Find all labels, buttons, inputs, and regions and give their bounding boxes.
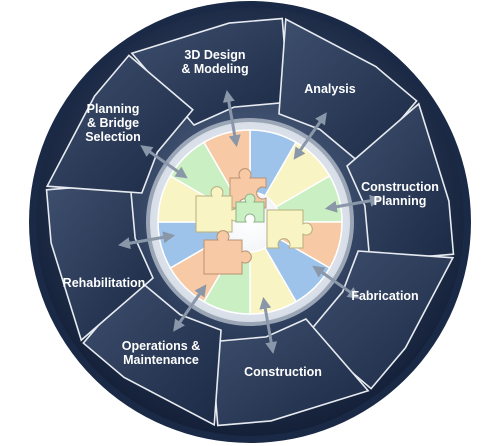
segment-label-fabrication: Fabrication — [351, 289, 418, 303]
double-arrow-icon — [173, 284, 207, 332]
double-arrow-icon — [324, 194, 382, 213]
double-arrow-icon — [312, 265, 360, 299]
segment-label-design: 3D Design& Modeling — [181, 48, 248, 76]
puzzle-piece-icon — [266, 209, 313, 249]
segment-label-construction: Construction — [244, 365, 322, 379]
puzzle-piece-icon — [229, 168, 267, 209]
segment-label-analysis: Analysis — [304, 82, 355, 96]
double-arrow-icon — [222, 90, 241, 148]
arrows — [118, 90, 382, 354]
double-arrow-icon — [259, 296, 278, 354]
double-arrow-icon — [118, 231, 176, 250]
puzzle-piece-icon — [203, 230, 252, 275]
puzzle-piece-icon — [235, 193, 265, 223]
double-arrow-icon — [140, 145, 188, 179]
segment-label-rehab: Rehabilitation — [63, 276, 146, 290]
segment-label-operations: Operations &Maintenance — [122, 339, 201, 367]
double-arrow-icon — [293, 112, 327, 160]
